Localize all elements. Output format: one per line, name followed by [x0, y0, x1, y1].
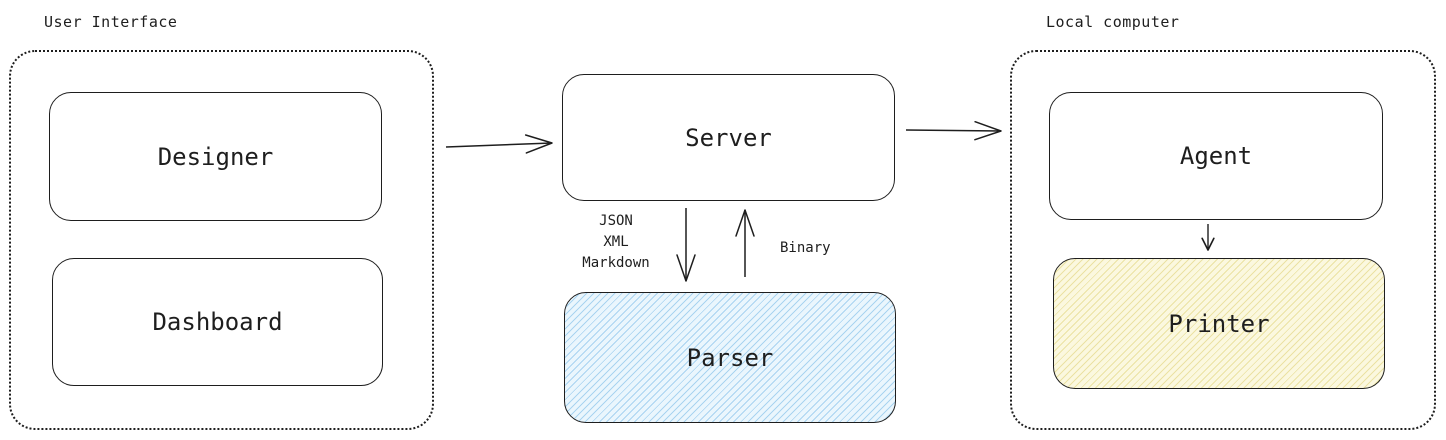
format-markdown: Markdown [582, 255, 650, 271]
node-designer[interactable]: Designer [49, 92, 382, 221]
node-server[interactable]: Server [562, 74, 895, 201]
edge-label-formats: JSON XML Markdown [560, 211, 672, 274]
node-printer-label: Printer [1168, 309, 1270, 338]
group-user-interface [9, 50, 434, 430]
node-dashboard[interactable]: Dashboard [52, 258, 383, 386]
format-json: JSON [599, 213, 633, 229]
arrow-server-to-local [905, 120, 1002, 141]
group-local-computer [1010, 50, 1436, 430]
node-server-label: Server [685, 123, 772, 152]
group-label-user-interface: User Interface [44, 13, 178, 31]
arrow-ui-to-server [445, 134, 553, 154]
node-agent[interactable]: Agent [1049, 92, 1383, 220]
node-printer[interactable]: Printer [1053, 258, 1385, 389]
node-designer-label: Designer [157, 142, 274, 171]
group-label-local-computer: Local computer [1046, 13, 1180, 31]
node-dashboard-label: Dashboard [152, 308, 283, 336]
node-parser-label: Parser [686, 343, 774, 372]
node-agent-label: Agent [1179, 142, 1253, 170]
format-xml: XML [603, 234, 629, 250]
node-parser[interactable]: Parser [564, 292, 896, 423]
edge-label-binary: Binary [780, 240, 831, 256]
